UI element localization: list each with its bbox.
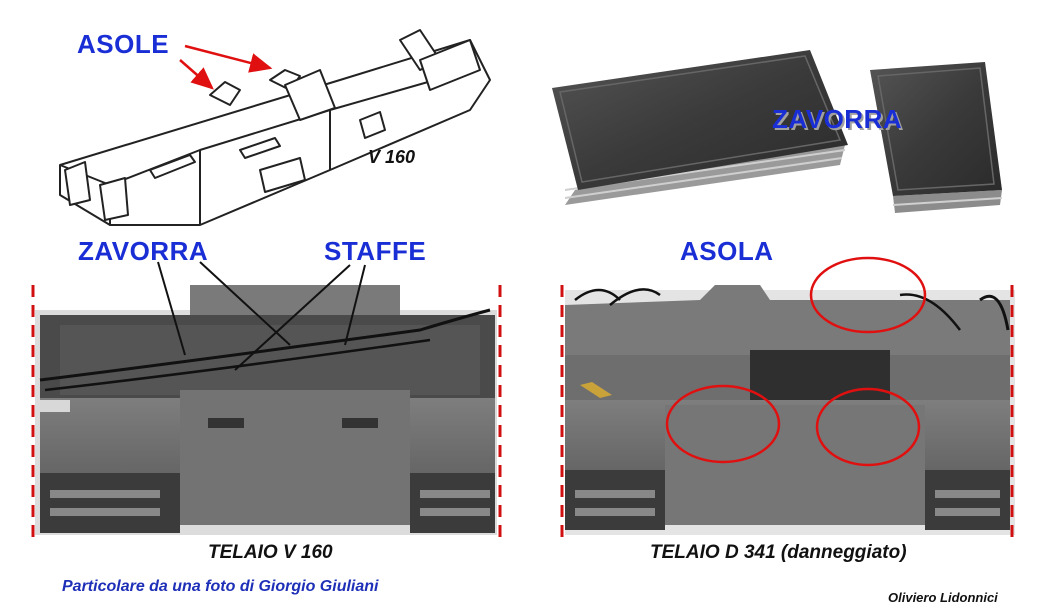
staffe-pointer-1 [234,264,351,371]
label-staffe: STAFFE [324,236,427,266]
author-credit: Oliviero Lidonnici [888,590,998,605]
damage-circle-top [809,256,927,334]
asole-arrow-2 [184,44,273,73]
label-zavorra-plates: ZAVORRA [772,104,903,134]
zavorra-pointer-1 [157,261,186,356]
photo-credit: Particolare da una foto di Giorgio Giuli… [62,578,379,595]
damage-circle-right [815,387,921,467]
photo-telaio-d341 [565,285,1015,535]
caption-telaio-v160: TELAIO V 160 [208,542,333,563]
photo-telaio-v160 [35,285,497,535]
zavorra-pointer-2 [199,261,291,346]
label-v160-drawing: V 160 [368,147,416,167]
v160-chassis-drawing [59,29,491,226]
damage-circle-left [665,384,781,464]
staffe-pointer-2 [344,264,366,346]
label-asola: ASOLA [680,236,774,266]
label-asole: ASOLE [77,29,170,59]
label-zavorra: ZAVORRA [78,236,209,266]
ballast-plates [552,50,1003,213]
asole-arrow-1 [179,59,214,90]
caption-telaio-d341: TELAIO D 341 (danneggiato) [650,542,907,563]
